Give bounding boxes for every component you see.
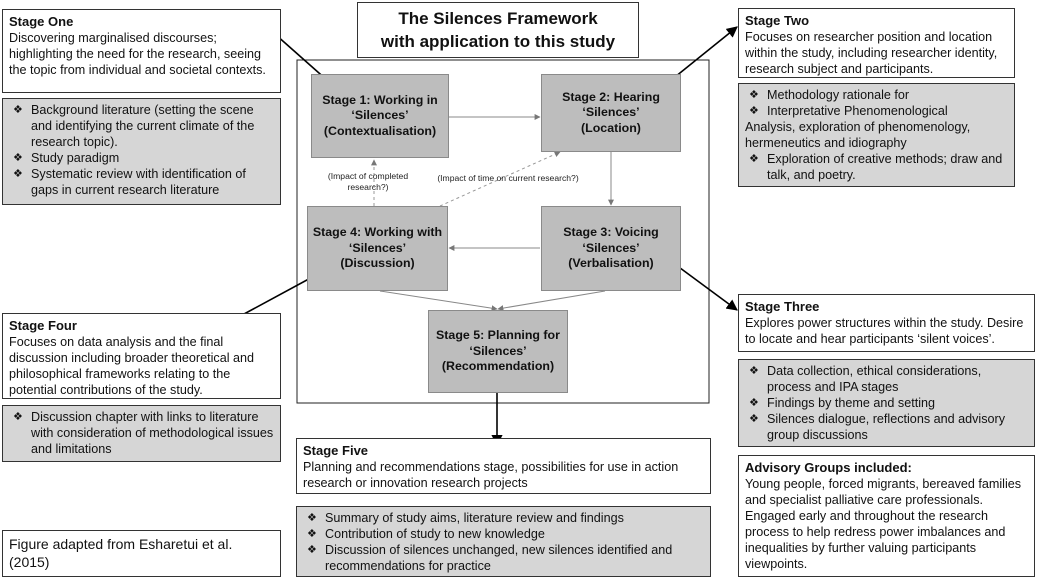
advisory-groups: Advisory Groups included: Young people, … bbox=[738, 455, 1035, 577]
arrow-4-to-2-dashed bbox=[439, 151, 561, 207]
list-item: ❖Background literature (setting the scen… bbox=[13, 103, 255, 149]
stage-three-bullets: ❖Data collection, ethical considerations… bbox=[738, 359, 1035, 447]
stage-five-bullets: ❖Summary of study aims, literature revie… bbox=[296, 506, 711, 577]
stage-two-heading: Stage Two bbox=[745, 13, 810, 28]
stage-four-heading: Stage Four bbox=[9, 318, 77, 333]
list-item: ❖Silences dialogue, reflections and advi… bbox=[749, 412, 1006, 442]
stage-two-bullets: ❖Methodology rationale for ❖Interpretati… bbox=[738, 83, 1015, 187]
note-impact-completed: (Impact of completed research?) bbox=[327, 171, 409, 192]
stage-two-description: Stage Two Focuses on researcher position… bbox=[738, 8, 1015, 78]
list-item: ❖Study paradigm bbox=[13, 151, 120, 165]
arrow-3-to-5 bbox=[497, 290, 606, 312]
list-item: ❖Discussion chapter with links to litera… bbox=[13, 410, 274, 456]
stage-one-bullets: ❖Background literature (setting the scen… bbox=[2, 98, 281, 205]
node-stage-5: Stage 5: Planning for‘Silences’(Recommen… bbox=[428, 310, 568, 393]
framework-frame bbox=[296, 59, 710, 404]
list-item: ❖Data collection, ethical considerations… bbox=[749, 364, 982, 394]
advisory-heading: Advisory Groups included: bbox=[745, 460, 912, 475]
figure-citation: Figure adapted from Esharetui et al. (20… bbox=[2, 530, 281, 577]
note-impact-time: (Impact of time on current research?) bbox=[437, 173, 579, 183]
list-item: ❖Methodology rationale for bbox=[749, 88, 910, 102]
node-stage-2: Stage 2: Hearing‘Silences’(Location) bbox=[541, 74, 681, 152]
arrow-to-stage-three bbox=[671, 261, 738, 311]
advisory-text: Young people, forced migrants, bereaved … bbox=[745, 477, 1022, 571]
stage-three-text: Explores power structures within the stu… bbox=[745, 316, 1024, 346]
list-item: ❖Findings by theme and setting bbox=[749, 396, 936, 410]
list-item: ❖Systematic review with identification o… bbox=[13, 167, 246, 197]
title-line-2: with application to this study bbox=[380, 32, 616, 51]
list-item: ❖Interpretative Phenomenological bbox=[749, 104, 948, 118]
framework-title: The Silences Framework with application … bbox=[357, 2, 639, 58]
stage-four-bullets: ❖Discussion chapter with links to litera… bbox=[2, 405, 281, 462]
title-line-1: The Silences Framework bbox=[398, 9, 598, 28]
node-stage-1: Stage 1: Working in‘Silences’(Contextual… bbox=[311, 74, 449, 158]
stage-five-description: Stage Five Planning and recommendations … bbox=[296, 438, 711, 494]
list-item: ❖Summary of study aims, literature revie… bbox=[307, 511, 624, 525]
arrow-4-to-5 bbox=[379, 290, 498, 312]
list-item: ❖Discussion of silences unchanged, new s… bbox=[307, 543, 673, 573]
stage-four-text: Focuses on data analysis and the final d… bbox=[9, 335, 255, 397]
stage-one-description: Stage One Discovering marginalised disco… bbox=[2, 9, 281, 93]
list-item: ❖Contribution of study to new knowledge bbox=[307, 527, 545, 541]
list-item: ❖Exploration of creative methods; draw a… bbox=[749, 152, 1003, 182]
stage-five-heading: Stage Five bbox=[303, 443, 369, 458]
stage-four-description: Stage Four Focuses on data analysis and … bbox=[2, 313, 281, 399]
list-continuation: Analysis, exploration of phenomenology, … bbox=[745, 120, 971, 150]
stage-one-heading: Stage One bbox=[9, 14, 74, 29]
stage-three-description: Stage Three Explores power structures wi… bbox=[738, 294, 1035, 352]
stage-five-text: Planning and recommendations stage, poss… bbox=[303, 460, 679, 490]
stage-one-text: Discovering marginalised discourses; hig… bbox=[9, 31, 266, 77]
node-stage-4: Stage 4: Working with‘Silences’(Discussi… bbox=[307, 206, 448, 291]
stage-three-heading: Stage Three bbox=[745, 299, 820, 314]
stage-two-text: Focuses on researcher position and locat… bbox=[745, 30, 998, 76]
node-stage-3: Stage 3: Voicing‘Silences’(Verbalisation… bbox=[541, 206, 681, 291]
arrow-to-stage-two bbox=[669, 26, 738, 82]
